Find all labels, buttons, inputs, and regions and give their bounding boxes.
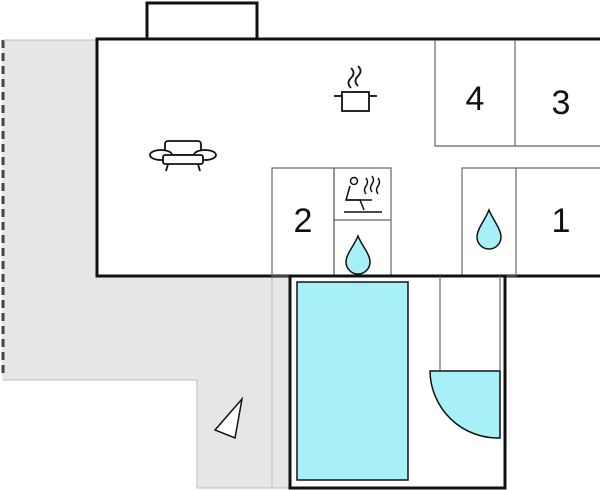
terrace-area <box>2 40 290 488</box>
room-label-3: 3 <box>552 84 571 122</box>
sauna-icon <box>344 175 382 213</box>
terrace-outline <box>3 379 290 489</box>
room-label-1: 1 <box>552 202 571 240</box>
bedroom-4-walls <box>434 40 600 147</box>
water-drop-icon-right <box>476 207 502 250</box>
bedrooms-top <box>434 40 600 147</box>
door-swing <box>429 370 501 439</box>
pool-house <box>288 274 507 490</box>
cooking-pot-icon <box>334 65 377 112</box>
room-label-4: 4 <box>466 80 485 118</box>
room-label-2: 2 <box>294 202 313 240</box>
sofa-icon <box>149 140 217 172</box>
north-arrow-icon <box>213 396 244 440</box>
terrace <box>1 39 290 489</box>
chimney <box>145 1 259 42</box>
swimming-pool <box>296 281 409 481</box>
water-drop-icon-left <box>345 233 371 275</box>
